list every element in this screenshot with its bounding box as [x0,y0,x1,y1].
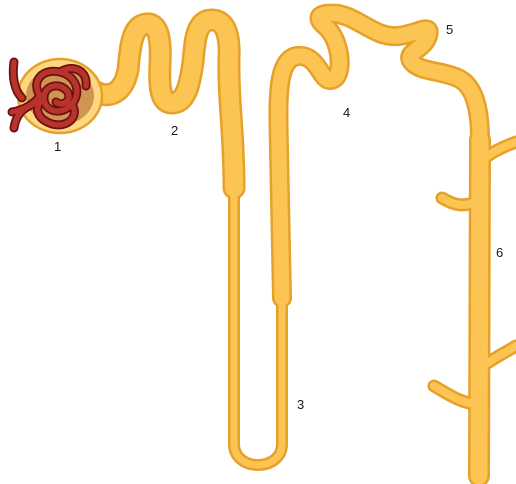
label-5: 5 [446,22,453,37]
label-4: 4 [343,105,350,120]
label-1: 1 [54,139,61,154]
tubule-fill [96,14,516,476]
label-6: 6 [496,245,503,260]
label-2: 2 [171,123,178,138]
label-3: 3 [297,397,304,412]
